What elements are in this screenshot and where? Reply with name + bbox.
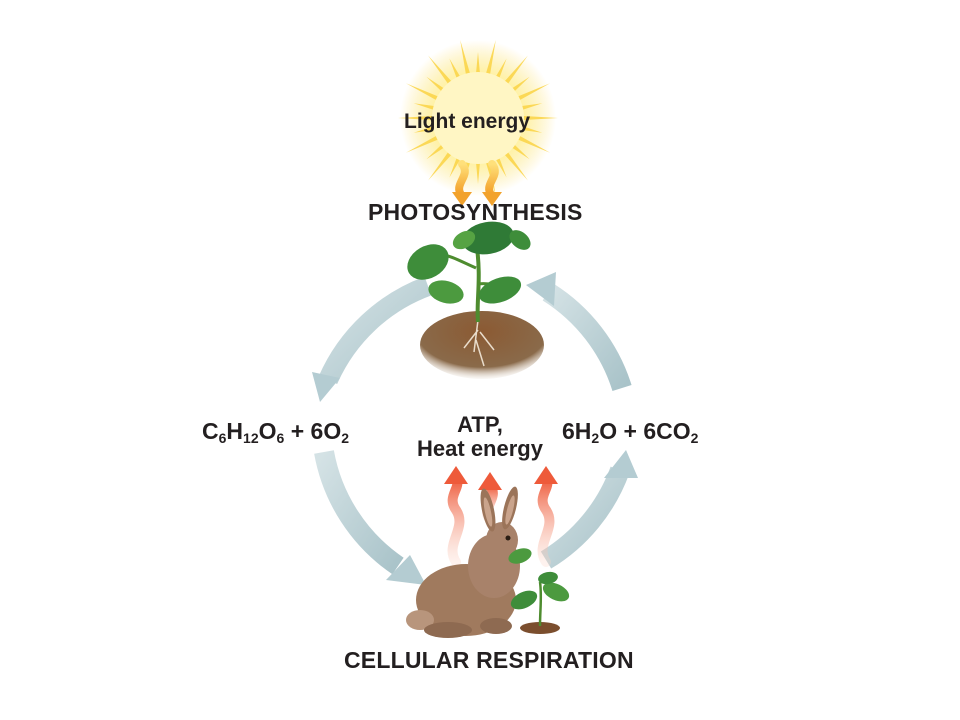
photosynthesis-label: PHOTOSYNTHESIS [368, 199, 583, 225]
cycle-arrow-top-right [526, 272, 632, 392]
plant-icon [407, 221, 531, 323]
atp-label: ATP, [457, 412, 503, 437]
sun-ray [517, 115, 558, 121]
sun-ray [405, 83, 444, 103]
sun-ray [512, 133, 551, 153]
glucose-oxygen-formula: C6H12O6 + 6O2 [202, 418, 350, 446]
sun-icon [398, 40, 558, 196]
cycle-arrow-top-left [312, 276, 432, 402]
cycle-arrow-bottom-left [314, 450, 426, 585]
sun-ray [512, 83, 551, 103]
rabbit-icon [406, 486, 532, 638]
sun-ray [428, 55, 455, 89]
sun-ray [428, 147, 455, 181]
sun-ray [405, 133, 444, 153]
light-energy-label: Light energy [404, 110, 531, 133]
cellular-respiration-label: CELLULAR RESPIRATION [344, 647, 634, 673]
atp-heat-energy-label: ATP, Heat energy [404, 413, 556, 461]
light-arrows-icon [452, 160, 502, 206]
sun-ray [501, 55, 528, 89]
seedling-icon [510, 571, 570, 634]
water-co2-formula: 6H2O + 6CO2 [562, 418, 699, 446]
soil-icon [420, 311, 544, 379]
sun-ray [398, 115, 439, 121]
sun-ray [475, 52, 481, 79]
sun-ray [460, 40, 472, 80]
sun-ray [484, 40, 496, 80]
cycle-arrow-bottom-right [540, 450, 638, 569]
heat-energy-label: Heat energy [417, 436, 543, 461]
sun-ray [475, 157, 481, 184]
sun-ray [501, 147, 528, 181]
